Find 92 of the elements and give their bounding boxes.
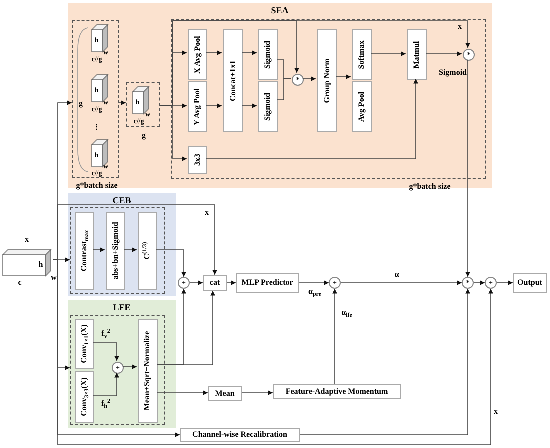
arrow (92, 372, 120, 396)
box-label: Sigmoid (264, 40, 272, 68)
process-box (138, 319, 158, 423)
box-label: Softmax (358, 40, 366, 69)
module-title: CEB (112, 196, 132, 206)
process-box (513, 273, 547, 293)
box-label: Y Avg Pool (194, 88, 202, 126)
box-label: X Avg Pool (194, 36, 202, 74)
group-label: g (79, 100, 83, 108)
arrow (92, 248, 106, 252)
box-label: Feature-Adaptive Momentum (286, 388, 388, 396)
process-box (352, 29, 372, 80)
process-box (75, 371, 94, 423)
process-box (352, 81, 372, 132)
edge-label: α$_{lfe}$ (342, 309, 352, 317)
arrow (300, 288, 470, 436)
box-label: 3x3 (194, 154, 202, 166)
process-box (203, 275, 227, 291)
edge-label: α (394, 271, 400, 279)
group-label: g*batch size (76, 182, 118, 190)
box-label: cat (210, 279, 220, 287)
process-box (258, 81, 278, 132)
module-panel (68, 193, 176, 296)
process-box (188, 29, 207, 80)
process-box (258, 29, 278, 80)
process-box (138, 212, 157, 290)
arrow (122, 364, 138, 370)
arrow (226, 280, 236, 286)
arrow (156, 390, 208, 396)
group-label: g*batch size (409, 183, 451, 191)
module-title: SEA (271, 6, 289, 16)
node-caption: Sigmoid (439, 69, 467, 77)
process-box (188, 146, 207, 174)
arrow (496, 280, 514, 286)
box-label: Mean+Sqrt+Normalize (144, 331, 152, 411)
process-box (236, 273, 299, 293)
arrow (242, 50, 258, 56)
group-frame (70, 315, 165, 425)
arrow (118, 100, 126, 106)
module-title: LFE (113, 304, 131, 312)
box-label: Channel-wise Recalibration (192, 431, 288, 439)
box-label: Output (518, 279, 542, 287)
process-box (223, 29, 243, 132)
arrow (190, 280, 204, 286)
arrow (466, 60, 470, 278)
box-label: Group Norm (323, 58, 331, 103)
process-box (75, 212, 94, 290)
arrow (332, 288, 338, 384)
arrow (340, 280, 462, 286)
process-box (106, 212, 125, 290)
box-label: Concat+1x1 (229, 60, 237, 101)
group-label: g (142, 132, 146, 140)
node-caption: w (51, 274, 57, 282)
process-box (180, 428, 300, 442)
arrow (302, 76, 316, 82)
arrow (156, 250, 186, 278)
arrow (206, 78, 418, 160)
process-box (75, 319, 94, 369)
process-box (273, 384, 401, 399)
arrow (156, 290, 216, 366)
process-box (208, 386, 242, 401)
box-label: abs+bn+Sigmoid (112, 222, 120, 280)
arrow (124, 248, 138, 252)
arrow (298, 280, 330, 286)
node-caption: c (18, 279, 22, 287)
edge-label: x (205, 209, 209, 217)
edge-label: α$_{pre}$ (308, 288, 322, 296)
process-box (407, 29, 427, 80)
group-frame (70, 207, 165, 294)
dimension-label: h (38, 261, 44, 269)
box-label: Avg Pool (358, 91, 366, 122)
edge-label: x (458, 23, 462, 31)
arrow (242, 104, 258, 108)
node-caption: x (25, 236, 29, 244)
arrow (426, 52, 462, 56)
box-label: Mean (215, 390, 235, 398)
arrow (52, 204, 218, 276)
edge-label: x (494, 408, 498, 416)
arrow (206, 104, 222, 108)
arrow (370, 52, 406, 56)
tensor-cube (3, 250, 53, 276)
arrow (336, 74, 352, 80)
box-label: MLP Predictor (242, 279, 294, 287)
process-box (188, 81, 207, 132)
arrow (206, 50, 222, 56)
box-label: Sigmoid (264, 92, 272, 120)
arrow (242, 390, 274, 396)
module-panel (68, 300, 176, 428)
arrow (92, 342, 120, 362)
box-label: Matmul (413, 40, 421, 68)
process-box (317, 29, 337, 132)
arrow (474, 280, 486, 286)
